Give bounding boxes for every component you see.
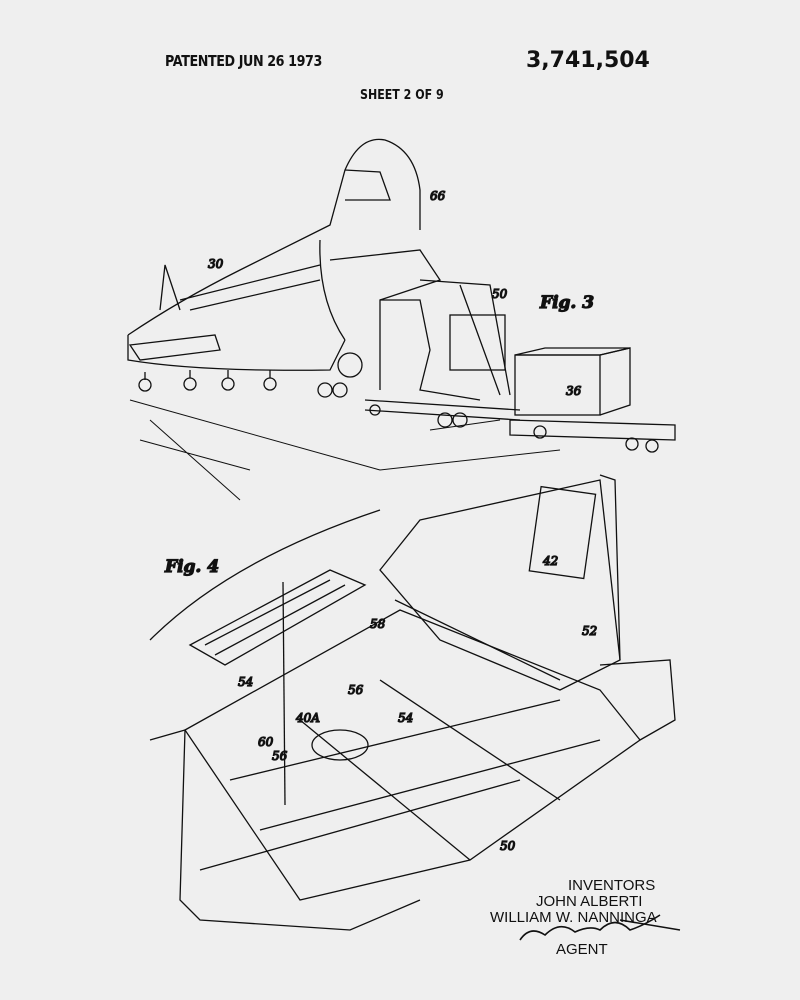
ref-36: 36 [566, 384, 582, 398]
inventor-name: JOHN ALBERTI [536, 893, 643, 910]
ref-58: 58 [370, 617, 386, 631]
inventors-label: INVENTORS [568, 877, 656, 894]
ref-56: 56 [348, 683, 364, 697]
sheet-number: SHEET 2 OF 9 [360, 88, 444, 103]
aircraft-drawing [127, 138, 421, 398]
fig4-label: Fig. 4 [164, 557, 219, 577]
patent-date: PATENTED JUN 26 1973 [165, 52, 322, 70]
ref-54: 54 [238, 675, 253, 689]
agent-signature [519, 914, 681, 941]
ref-42: 42 [542, 554, 558, 568]
ref-50b: 50 [500, 839, 516, 853]
inventor-name: WILLIAM W. NANNINGA [490, 909, 657, 926]
ref-60: 60 [258, 735, 274, 749]
ref-54b: 54 [398, 711, 413, 725]
tarmac-lines [129, 399, 561, 501]
agent-label: AGENT [556, 941, 608, 958]
fig3-label: Fig. 3 [539, 293, 594, 313]
cargo-floor-drawing [149, 474, 676, 931]
loader-vehicle [329, 249, 521, 428]
cargo-container [509, 347, 676, 453]
ref-30: 30 [208, 257, 224, 271]
patent-number: 3,741,504 [526, 48, 650, 73]
ref-52: 52 [582, 624, 597, 638]
ref-66: 66 [430, 189, 446, 203]
ref-40a: 40A [295, 711, 320, 725]
ref-50: 50 [492, 287, 508, 301]
ref-56b: 56 [272, 749, 288, 763]
